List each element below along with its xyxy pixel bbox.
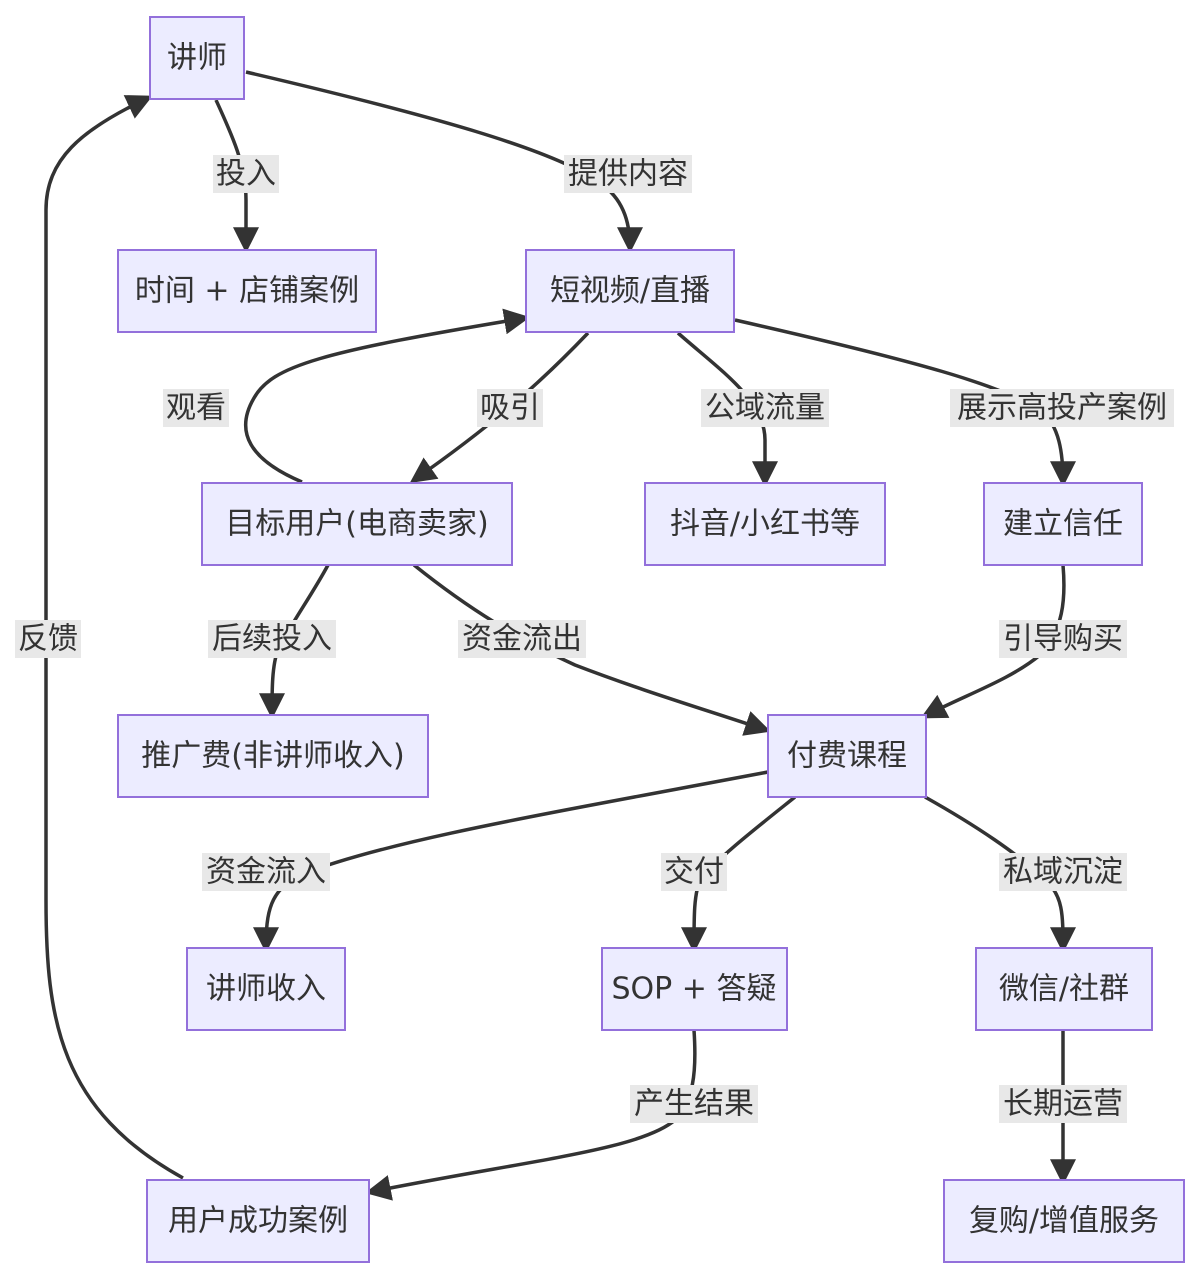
node-short-video[interactable]: 短视频/直播 — [525, 249, 735, 333]
edge-label-public-traffic: 公域流量 — [701, 389, 829, 427]
svg-text:观看: 观看 — [166, 391, 226, 426]
edge-label-private-domain: 私域沉淀 — [999, 853, 1127, 891]
edge-label-show-cases: 展示高投产案例 — [950, 389, 1174, 427]
svg-text:长期运营: 长期运营 — [1003, 1087, 1123, 1122]
edge-paid-course-to-lecturer-income — [253, 770, 769, 954]
edge-lecturer-to-short-video — [245, 70, 643, 254]
edge-label-feedback: 反馈 — [15, 620, 81, 658]
svg-text:用户成功案例: 用户成功案例 — [168, 1204, 348, 1239]
edge-label-deliver: 交付 — [661, 853, 727, 891]
svg-text:短视频/直播: 短视频/直播 — [550, 274, 710, 309]
edge-label-guide-purchase: 引导购买 — [999, 620, 1127, 658]
node-paid-course[interactable]: 付费课程 — [767, 714, 927, 798]
node-lecturer[interactable]: 讲师 — [149, 16, 245, 100]
svg-text:抖音/小红书等: 抖音/小红书等 — [670, 507, 860, 542]
svg-text:目标用户(电商卖家): 目标用户(电商卖家) — [225, 507, 488, 542]
svg-text:吸引: 吸引 — [480, 391, 540, 426]
edge-success-cases-to-lecturer — [44, 95, 184, 1180]
node-success-cases[interactable]: 用户成功案例 — [146, 1179, 370, 1263]
edge-lecturer-to-time-cases — [214, 99, 259, 254]
svg-text:推广费(非讲师收入): 推广费(非讲师收入) — [141, 739, 404, 774]
svg-text:讲师: 讲师 — [167, 41, 227, 76]
node-build-trust[interactable]: 建立信任 — [983, 482, 1143, 566]
svg-text:引导购买: 引导购买 — [1003, 622, 1123, 657]
node-target-users[interactable]: 目标用户(电商卖家) — [201, 482, 513, 566]
svg-text:SOP + 答疑: SOP + 答疑 — [612, 972, 777, 1007]
svg-text:时间 + 店铺案例: 时间 + 店铺案例 — [135, 274, 359, 309]
svg-text:提供内容: 提供内容 — [568, 157, 688, 192]
svg-text:私域沉淀: 私域沉淀 — [1003, 855, 1123, 890]
svg-text:交付: 交付 — [664, 855, 724, 890]
edge-label-produce-results: 产生结果 — [630, 1085, 758, 1123]
svg-text:讲师收入: 讲师收入 — [206, 972, 326, 1007]
svg-text:后续投入: 后续投入 — [212, 622, 332, 657]
edge-label-watch: 观看 — [163, 389, 229, 427]
svg-text:展示高投产案例: 展示高投产案例 — [957, 391, 1167, 426]
svg-text:反馈: 反馈 — [18, 622, 78, 657]
svg-text:资金流出: 资金流出 — [462, 622, 582, 657]
edge-label-invest: 投入 — [213, 155, 279, 193]
svg-text:微信/社群: 微信/社群 — [999, 972, 1129, 1007]
svg-text:建立信任: 建立信任 — [1003, 507, 1123, 542]
edge-label-long-term-ops: 长期运营 — [999, 1085, 1127, 1123]
svg-text:产生结果: 产生结果 — [634, 1087, 754, 1122]
svg-text:公域流量: 公域流量 — [705, 391, 825, 426]
node-lecturer-income[interactable]: 讲师收入 — [186, 947, 346, 1031]
edge-label-followup-invest: 后续投入 — [208, 620, 336, 658]
node-sop-qa[interactable]: SOP + 答疑 — [601, 947, 788, 1031]
node-promo-fee[interactable]: 推广费(非讲师收入) — [117, 714, 429, 798]
edge-label-money-out: 资金流出 — [458, 620, 586, 658]
edge-label-provide-content: 提供内容 — [564, 155, 692, 193]
svg-text:资金流入: 资金流入 — [206, 855, 326, 890]
node-wechat[interactable]: 微信/社群 — [975, 947, 1153, 1031]
edge-target-users-to-paid-course — [412, 563, 771, 736]
svg-text:付费课程: 付费课程 — [787, 739, 907, 774]
edge-label-attract: 吸引 — [477, 389, 543, 427]
node-douyin[interactable]: 抖音/小红书等 — [644, 482, 886, 566]
node-repurchase[interactable]: 复购/增值服务 — [943, 1179, 1185, 1263]
svg-text:投入: 投入 — [216, 157, 276, 192]
node-time-cases[interactable]: 时间 + 店铺案例 — [117, 249, 377, 333]
svg-text:复购/增值服务: 复购/增值服务 — [969, 1204, 1159, 1239]
edge-target-users-to-short-video — [244, 308, 531, 484]
edge-label-money-in: 资金流入 — [202, 853, 330, 891]
edge-sop-to-success-cases — [364, 1029, 697, 1201]
